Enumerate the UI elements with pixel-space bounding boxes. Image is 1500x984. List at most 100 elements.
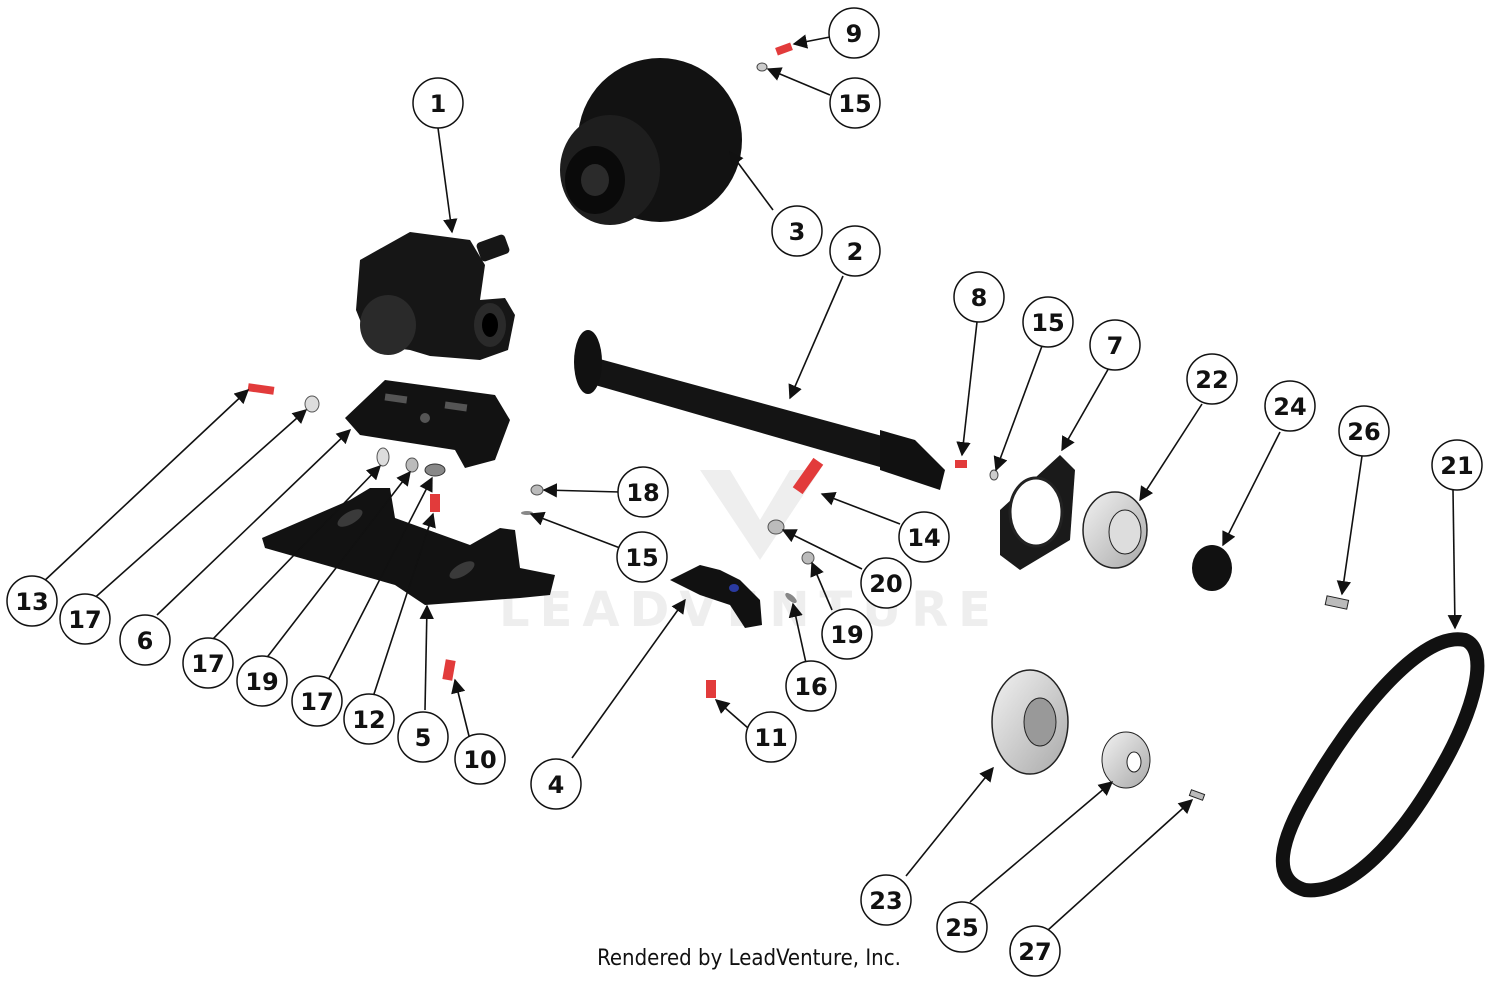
callout-15-right: 15 <box>1022 296 1074 348</box>
svg-text:27: 27 <box>1018 938 1051 966</box>
svg-text:15: 15 <box>625 544 658 572</box>
svg-text:19: 19 <box>830 621 863 649</box>
callout-10: 10 <box>454 733 506 785</box>
callout-9: 9 <box>828 7 880 59</box>
bolt-9-part <box>775 42 793 56</box>
clamp-bracket-part <box>670 565 762 628</box>
svg-text:21: 21 <box>1440 452 1473 480</box>
svg-text:4: 4 <box>548 771 565 799</box>
rendered-by-credit: Rendered by LeadVenture, Inc. <box>597 946 901 971</box>
callout-12: 12 <box>343 693 395 745</box>
callout-2: 2 <box>829 225 881 277</box>
callout-21: 21 <box>1431 439 1483 491</box>
callout-24: 24 <box>1264 380 1316 432</box>
callout-16: 16 <box>785 660 837 712</box>
washer-17-c-part <box>424 463 446 477</box>
nut-18-part <box>530 484 544 496</box>
washer-15-top-part <box>756 62 768 72</box>
double-pulley-23-part <box>991 669 1069 775</box>
shaft-part <box>574 330 945 490</box>
bolt-11-part <box>706 680 716 698</box>
nut-19-a-part <box>405 457 419 473</box>
callout-15-top: 15 <box>829 77 881 129</box>
bearing-flange-part <box>1000 455 1075 570</box>
mount-plate-part <box>345 380 510 468</box>
callout-22: 22 <box>1186 353 1238 405</box>
svg-text:25: 25 <box>945 914 978 942</box>
callout-19-a: 19 <box>236 655 288 707</box>
svg-text:1: 1 <box>430 90 447 118</box>
double-pulley-22-part <box>1082 491 1148 569</box>
callout-26: 26 <box>1338 405 1390 457</box>
svg-text:12: 12 <box>352 706 385 734</box>
callout-11: 11 <box>745 711 797 763</box>
callout-14: 14 <box>898 511 950 563</box>
svg-text:17: 17 <box>68 606 101 634</box>
callout-19-b: 19 <box>821 608 873 660</box>
pin-16-part <box>785 592 797 604</box>
bolt-8-part <box>955 460 967 468</box>
washer-17-a-part <box>304 395 320 413</box>
callout-17-c: 17 <box>291 675 343 727</box>
nut-19-b-part <box>801 551 815 565</box>
callout-7: 7 <box>1089 319 1141 371</box>
svg-text:20: 20 <box>869 570 902 598</box>
callout-1: 1 <box>412 77 464 129</box>
gearbox-part <box>356 232 515 360</box>
svg-text:15: 15 <box>1031 309 1064 337</box>
collar-24-part <box>1192 545 1232 591</box>
callout-17-a: 17 <box>59 593 111 645</box>
svg-text:19: 19 <box>245 668 278 696</box>
bolt-14-part <box>792 457 824 495</box>
svg-text:23: 23 <box>869 887 902 915</box>
callout-15-center: 15 <box>616 531 668 583</box>
svg-text:14: 14 <box>907 524 940 552</box>
large-pulley-part <box>560 58 742 225</box>
svg-text:2: 2 <box>847 238 864 266</box>
svg-text:10: 10 <box>463 746 496 774</box>
svg-text:18: 18 <box>626 479 659 507</box>
svg-text:13: 13 <box>15 588 48 616</box>
bolt-13-part <box>247 383 275 395</box>
callout-27: 27 <box>1009 925 1061 977</box>
callout-20: 20 <box>860 557 912 609</box>
callout-4: 4 <box>530 758 582 810</box>
washer-17-b-part <box>376 447 390 467</box>
callouts: 1 2 3 4 5 6 7 8 9 10 11 12 13 14 15 15 1… <box>6 7 1483 977</box>
callout-5: 5 <box>397 711 449 763</box>
svg-text:15: 15 <box>838 90 871 118</box>
svg-text:24: 24 <box>1273 393 1306 421</box>
svg-text:5: 5 <box>415 724 432 752</box>
svg-text:8: 8 <box>971 284 988 312</box>
key-27-part <box>1188 789 1206 801</box>
svg-text:9: 9 <box>846 20 863 48</box>
svg-text:17: 17 <box>300 688 333 716</box>
svg-text:26: 26 <box>1347 418 1380 446</box>
belt-21-part <box>1275 632 1485 898</box>
washer-15-mid-part <box>989 469 999 481</box>
bracket-part <box>262 488 555 605</box>
svg-text:11: 11 <box>754 724 787 752</box>
svg-text:3: 3 <box>789 218 806 246</box>
callout-17-b: 17 <box>182 637 234 689</box>
svg-text:17: 17 <box>191 650 224 678</box>
callout-18: 18 <box>617 466 669 518</box>
fasteners <box>247 42 999 698</box>
callout-23: 23 <box>860 874 912 926</box>
callout-3: 3 <box>771 205 823 257</box>
svg-text:6: 6 <box>137 627 154 655</box>
nut-20-part <box>767 519 785 535</box>
leader-lines <box>41 34 1463 931</box>
callout-25: 25 <box>936 901 988 953</box>
svg-text:7: 7 <box>1107 332 1124 360</box>
callout-6: 6 <box>119 614 171 666</box>
callout-13: 13 <box>6 575 58 627</box>
bolt-12-part <box>430 494 440 512</box>
hub-25-part <box>1101 731 1151 789</box>
callout-8: 8 <box>953 271 1005 323</box>
svg-text:22: 22 <box>1195 366 1228 394</box>
key-26-part <box>1324 595 1350 610</box>
bolt-10-part <box>442 659 456 681</box>
svg-text:16: 16 <box>794 673 827 701</box>
